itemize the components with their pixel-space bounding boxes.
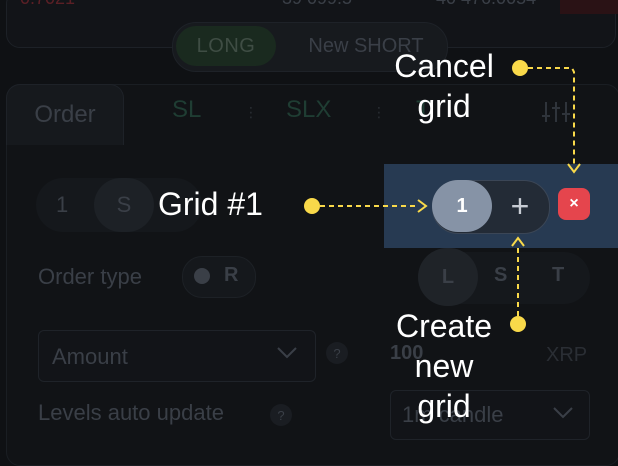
callout-cancel-grid: Cancel grid <box>382 46 506 126</box>
new-short-button[interactable]: New SHORT <box>308 34 424 57</box>
callout-line: grid <box>417 88 471 124</box>
cancel-grid-arrow-line <box>528 67 575 164</box>
levels-auto-update-label: Levels auto update <box>38 400 224 425</box>
grid-1-button[interactable]: 1 <box>432 180 492 232</box>
order-type-toggle-label: R <box>224 264 239 286</box>
tab-sl[interactable]: SL <box>172 96 202 123</box>
amount-value[interactable]: 100 <box>390 342 424 364</box>
callout-grid-number: Grid #1 <box>158 186 263 222</box>
help-icon[interactable]: ? <box>270 404 292 426</box>
lst-s-button[interactable]: S <box>494 264 508 286</box>
callout-dot <box>512 60 528 76</box>
cancel-grid-arrowhead <box>567 163 581 174</box>
lst-t-button[interactable]: T <box>552 264 565 286</box>
candle-interval-select[interactable] <box>390 390 590 440</box>
order-type-label: Order type <box>38 264 142 289</box>
tab-separator: ⋮ <box>372 104 386 120</box>
lst-l-button[interactable]: L <box>418 248 478 306</box>
create-grid-arrowhead <box>511 236 525 247</box>
tab-t[interactable]: T <box>416 96 431 123</box>
grid-selector-s[interactable]: S <box>94 178 154 232</box>
top-value-middle: 39 099.5 <box>282 0 352 9</box>
grid-number-arrowhead <box>417 199 428 213</box>
cancel-grid-button[interactable]: × <box>558 188 590 220</box>
top-accent-bar <box>560 0 618 14</box>
grid-selector-number[interactable]: 1 <box>56 192 69 217</box>
chevron-down-icon <box>277 347 297 359</box>
help-icon[interactable]: ? <box>326 342 348 364</box>
callout-dot <box>304 198 320 214</box>
sliders-icon[interactable] <box>540 100 572 124</box>
tab-order[interactable]: Order <box>6 84 124 145</box>
callout-line: Cancel <box>394 48 494 84</box>
long-button[interactable]: LONG <box>176 26 276 66</box>
add-grid-button[interactable]: + <box>510 188 530 224</box>
callout-line: new <box>414 348 474 384</box>
top-value-right: 40 476.0054 <box>436 0 536 9</box>
toggle-knob <box>194 268 210 284</box>
amount-select-label: Amount <box>52 344 128 369</box>
callout-line: grid <box>417 388 471 424</box>
chevron-down-icon <box>553 407 573 419</box>
amount-unit: XRP <box>546 344 588 366</box>
tab-slx[interactable]: SLX <box>286 96 332 123</box>
amount-select[interactable] <box>38 330 316 382</box>
callout-line: Create <box>395 308 493 344</box>
callout-create-grid: Create new grid <box>382 306 506 426</box>
top-value-left: 0.7021 <box>20 0 75 9</box>
candle-interval-label: 1m candle <box>402 402 504 427</box>
tab-separator: ⋮ <box>244 104 258 120</box>
callout-dot <box>510 316 526 332</box>
